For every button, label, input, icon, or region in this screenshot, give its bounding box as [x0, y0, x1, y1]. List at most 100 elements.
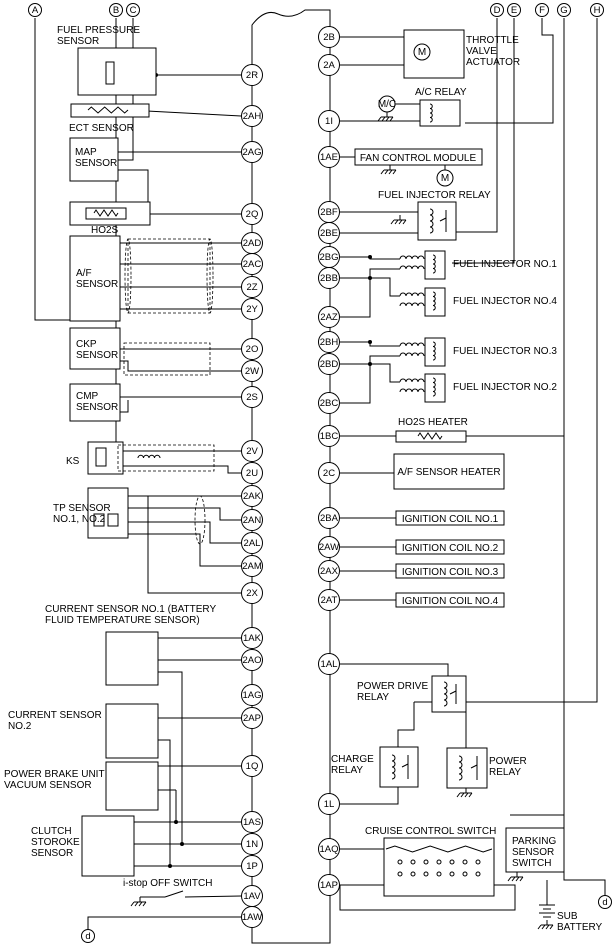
fir-label: FUEL INJECTOR RELAY: [378, 190, 491, 201]
pin-1ag: 1AG: [241, 684, 263, 706]
pin-1i: 1I: [318, 110, 340, 132]
pin-circle: [241, 360, 263, 382]
bus-g: [510, 18, 565, 816]
pin-2s: 2S: [241, 386, 263, 408]
af-sensor-heater: [393, 453, 505, 490]
pin-circle: [241, 440, 263, 462]
cruise-switch-contact: [462, 871, 468, 877]
pin-2ag: 2AG: [241, 141, 263, 163]
ground-symbol: [130, 901, 147, 907]
wire: [118, 169, 149, 214]
throttle-label: THROTTLE: [466, 35, 519, 46]
wire-2u: [123, 465, 241, 474]
fan-label: FAN CONTROL MODULE: [360, 153, 477, 164]
connector-circle: [109, 3, 123, 17]
inj3-coil: [432, 341, 436, 361]
power-brake-vacuum-sensor: [105, 761, 159, 811]
wire-2al: [128, 521, 241, 544]
mc-motor: [378, 95, 396, 113]
pin-label: 2AW: [319, 542, 339, 553]
connector-label: H: [594, 5, 601, 16]
bus-h: [414, 18, 598, 703]
wire-2an: [128, 507, 241, 521]
ig3-label: IGNITION COIL NO.3: [402, 567, 499, 578]
wire: [397, 702, 415, 747]
tp-element-1: [93, 513, 105, 527]
pin-label: 2BC: [320, 398, 339, 409]
pin-2v: 2V: [241, 440, 263, 462]
junction-dot: [368, 255, 372, 259]
tp-shield: [194, 495, 206, 545]
sub_batt-label: BATTERY: [557, 922, 603, 933]
connector-circle: [557, 3, 571, 17]
bus-e: [452, 18, 515, 264]
ckp-shield: [123, 342, 211, 376]
pin-label: 2AL: [244, 538, 261, 549]
pin-2am: 2AM: [241, 555, 263, 577]
pin-circle: [241, 338, 263, 360]
pin-label: 2BG: [319, 252, 338, 263]
pin-circle: [241, 755, 263, 777]
pin-label: 2AH: [243, 111, 262, 122]
connector-circle: [490, 3, 504, 17]
pin-label: 2A: [323, 60, 335, 71]
pin-2y: 2Y: [241, 298, 263, 320]
pin-circle: [241, 141, 263, 163]
pin-label: 2Y: [246, 304, 258, 315]
inj1-lead-coil: [399, 255, 425, 260]
pin-circle: [241, 555, 263, 577]
pin-label: 2U: [246, 468, 258, 479]
pin-label: 2AO: [242, 655, 261, 666]
pin-circle: [318, 331, 340, 353]
pin-circle: [318, 793, 340, 815]
pin-circle: [318, 26, 340, 48]
cruise-switch-contact: [397, 871, 403, 877]
cruise-switch-contact: [397, 859, 403, 865]
pin-circle: [318, 462, 340, 484]
pin-circle: [241, 203, 263, 225]
pdr-label: POWER DRIVE: [357, 681, 428, 692]
pbu-label: POWER BRAKE UNIT: [4, 769, 105, 780]
fan-motor-label: M: [441, 173, 449, 184]
ckp-label: CKP: [76, 339, 97, 350]
pin-circle: [318, 392, 340, 414]
ckp-sensor: [69, 327, 121, 370]
pin-2at: 2AT: [318, 589, 340, 611]
wire-2az: [340, 268, 400, 318]
pin-label: 2Q: [246, 209, 259, 220]
pin-circle: [241, 811, 263, 833]
pin-1av: 1AV: [241, 885, 263, 907]
power-relay: [446, 747, 488, 789]
wire: [158, 739, 171, 866]
connector-d-right: d: [598, 895, 612, 909]
pin-1q: 1Q: [241, 755, 263, 777]
pin-circle: [318, 267, 340, 289]
pin-circle: [241, 855, 263, 877]
clutch-stroke-sensor: [81, 815, 135, 877]
charge-relay: [379, 746, 419, 788]
pin-1as: 1AS: [241, 811, 263, 833]
connector-label: D: [494, 5, 501, 16]
pin-1ae: 1AE: [318, 146, 340, 168]
pin-2ba: 2BA: [318, 507, 340, 529]
fuel-pressure-sensor: [77, 47, 157, 96]
af-shield-end: [124, 238, 132, 314]
junction-dot: [180, 842, 184, 846]
ks-label: KS: [66, 456, 80, 467]
inj2-lead-coil: [399, 388, 425, 393]
map-label: MAP: [75, 147, 97, 158]
pin-2b: 2B: [318, 26, 340, 48]
pin-circle: [241, 485, 263, 507]
pin-2z: 2Z: [241, 276, 263, 298]
inj2-label: FUEL INJECTOR NO.2: [453, 382, 557, 393]
power-relay-coil: [458, 755, 463, 781]
wire-1l: [340, 787, 399, 805]
pin-circle: [318, 507, 340, 529]
bus-f: [465, 18, 554, 124]
pin-label: 1AW: [242, 912, 262, 923]
pin-2x: 2X: [241, 582, 263, 604]
pin-circle: [318, 425, 340, 447]
ig4-label: IGNITION COIL NO.4: [402, 596, 499, 607]
inj3-label: FUEL INJECTOR NO.3: [453, 346, 557, 357]
power-drive-relay-contact: [449, 684, 457, 704]
